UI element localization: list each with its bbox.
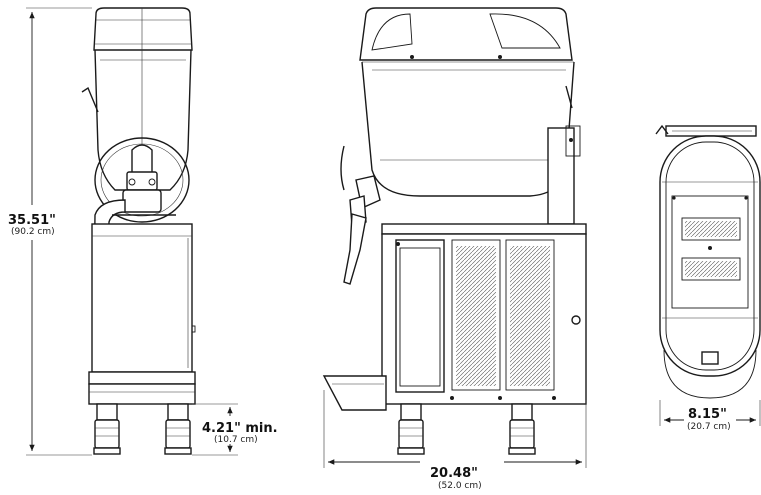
height-metric: (90.2 cm) (11, 227, 55, 237)
side-left-leg (397, 403, 425, 455)
side-vents-left (451, 239, 501, 391)
side-right-leg (508, 403, 536, 455)
depth-dimension: 20.48" (52.0 cm) (323, 390, 587, 491)
width-dimension: 8.15" (20.7 cm) (659, 400, 761, 432)
side-vents-right (505, 239, 555, 391)
width-metric: (20.7 cm) (687, 422, 731, 432)
front-right-leg (164, 403, 192, 455)
leg-clearance-metric: (10.7 cm) (214, 435, 258, 445)
front-view (81, 7, 196, 455)
top-grill-upper (681, 217, 741, 241)
side-view (322, 7, 587, 455)
leg-clearance-imperial: 4.21" min. (202, 421, 278, 436)
depth-metric: (52.0 cm) (438, 481, 482, 491)
top-grill-lower (681, 257, 741, 281)
depth-imperial: 20.48" (430, 466, 478, 481)
front-left-leg (93, 403, 121, 455)
height-dimension: 35.51" (90.2 cm) (8, 7, 92, 456)
width-imperial: 8.15" (688, 407, 727, 422)
top-view (655, 124, 761, 399)
leg-clearance-dimension: 4.21" min. (10.7 cm) (192, 403, 278, 456)
height-imperial: 35.51" (8, 213, 56, 228)
